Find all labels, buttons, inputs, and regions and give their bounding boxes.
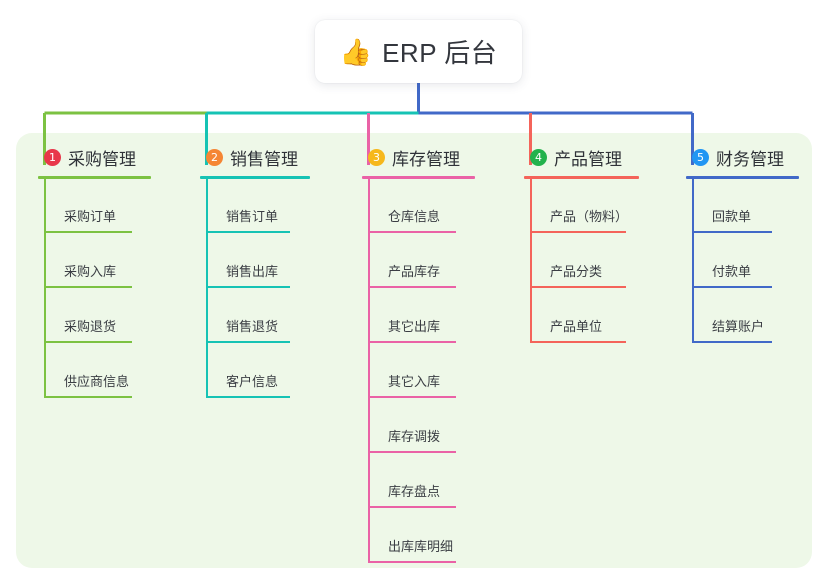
branch-item-label: 库存调拨	[388, 429, 441, 444]
branch-item-label: 销售订单	[226, 209, 279, 224]
branch-item-label: 采购订单	[64, 209, 117, 224]
branch-header-5[interactable]: 5 财务管理	[686, 145, 784, 169]
branch-item-label: 采购退货	[64, 319, 117, 334]
branch-header-rule	[686, 176, 799, 179]
branch-header-rule	[524, 176, 639, 179]
branch-item-label: 结算账户	[712, 319, 765, 334]
branch-header-3[interactable]: 3 库存管理	[362, 145, 460, 169]
branch-item-label: 客户信息	[226, 374, 279, 389]
branch-item-rule	[368, 231, 456, 233]
branch-spine	[530, 178, 532, 343]
branch-item-label: 库存盘点	[388, 484, 441, 499]
branch-5: 5 财务管理回款单付款单结算账户	[686, 145, 799, 343]
branch-item-label: 其它入库	[388, 374, 441, 389]
root-node-title: ERP 后台	[382, 38, 498, 68]
branch-item-rule	[44, 341, 132, 343]
branch-4: 4 产品管理产品（物料） 产品分类产品单位	[524, 145, 639, 343]
branch-item-rule	[206, 396, 290, 398]
branch-item-rule	[206, 231, 290, 233]
branch-item-rule	[44, 231, 132, 233]
branch-item-label: 其它出库	[388, 319, 441, 334]
branch-header-rule	[362, 176, 475, 179]
branch-item-rule	[44, 286, 132, 288]
branch-title: 财务管理	[716, 149, 784, 169]
branch-item-rule	[692, 231, 772, 233]
branch-header-1[interactable]: 1 采购管理	[38, 145, 136, 169]
branch-number-badge: 2	[206, 148, 223, 166]
branch-spine	[206, 178, 208, 398]
branch-number-badge: 1	[44, 148, 61, 166]
branch-item-rule	[692, 286, 772, 288]
branch-title: 采购管理	[68, 149, 136, 169]
branch-item-rule	[44, 396, 132, 398]
branch-title: 产品管理	[554, 149, 622, 169]
branch-spine	[692, 178, 694, 343]
branch-item-label: 回款单	[712, 209, 752, 224]
branch-item-label: 销售退货	[226, 319, 279, 334]
branch-item-rule	[368, 451, 456, 453]
root-node[interactable]: 👍 ERP 后台	[315, 20, 522, 83]
branch-header-2[interactable]: 2 销售管理	[200, 145, 298, 169]
branch-number-badge: 3	[368, 148, 385, 166]
branch-item-label: 产品单位	[550, 319, 603, 334]
branch-number-badge: 4	[530, 148, 547, 166]
branch-number-badge: 5	[692, 148, 709, 166]
branch-item-label: 产品（物料）	[550, 209, 629, 224]
branches-background-panel	[16, 133, 812, 568]
branch-item-rule	[368, 506, 456, 508]
branch-title: 销售管理	[230, 149, 298, 169]
branch-item-rule	[368, 286, 456, 288]
branch-item-rule	[206, 286, 290, 288]
branch-spine	[368, 178, 370, 563]
branch-item-label: 仓库信息	[388, 209, 441, 224]
branch-item-label: 产品分类	[550, 264, 603, 279]
branch-item-rule	[368, 561, 456, 563]
branch-header-rule	[38, 176, 151, 179]
branch-item-label: 采购入库	[64, 264, 117, 279]
branch-spine	[44, 178, 46, 398]
branch-item-label: 出库库明细	[388, 539, 454, 554]
branch-item-rule	[206, 341, 290, 343]
branch-header-4[interactable]: 4 产品管理	[524, 145, 622, 169]
branch-item-label: 销售出库	[226, 264, 279, 279]
branch-item-rule	[368, 341, 456, 343]
branch-item-rule	[530, 231, 626, 233]
branch-item-rule	[530, 341, 626, 343]
branch-item-label: 产品库存	[388, 264, 441, 279]
branch-3: 3 库存管理仓库信息产品库存其它出库其它入库库存调拨库存盘点出库库明细	[362, 145, 475, 563]
branch-title: 库存管理	[392, 149, 460, 169]
branch-item-rule	[530, 286, 626, 288]
branch-item-label: 付款单	[712, 264, 752, 279]
branch-item-rule	[692, 341, 772, 343]
branch-2: 2 销售管理销售订单销售出库销售退货客户信息	[200, 145, 310, 398]
branch-header-rule	[200, 176, 310, 179]
branch-1: 1 采购管理采购订单采购入库采购退货供应商信息	[38, 145, 151, 398]
branch-item-label: 供应商信息	[64, 374, 130, 389]
thumbs-up-emoji: 👍	[339, 36, 373, 67]
branch-item-rule	[368, 396, 456, 398]
